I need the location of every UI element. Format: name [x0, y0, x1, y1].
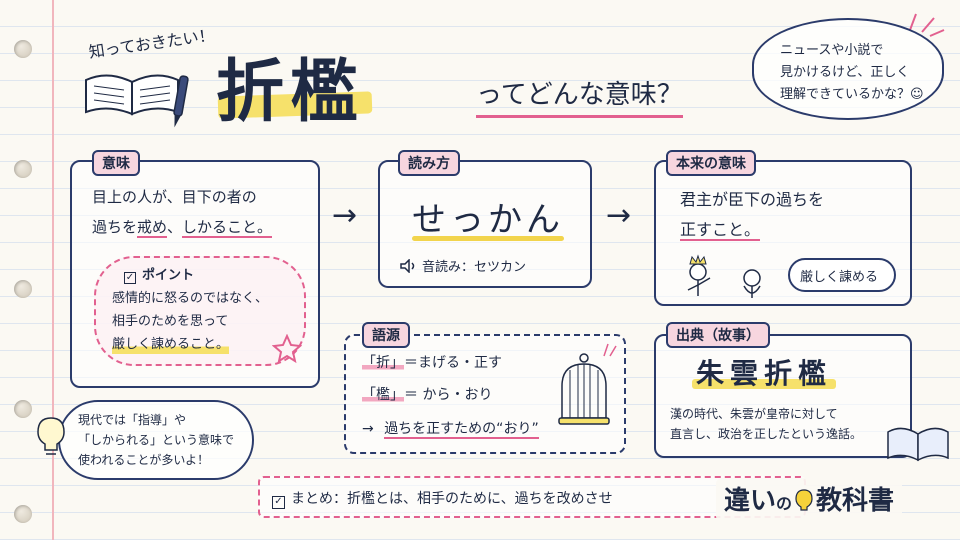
brand-middle: の — [776, 494, 793, 513]
thought-bubble-text: ニュースや小説で 見かけるけど、正しく 理解できているかな？☺ — [780, 40, 924, 106]
etymology-kanji: 「折」 — [362, 355, 404, 371]
speaker-icon — [400, 258, 415, 274]
binder-hole — [14, 280, 32, 298]
arrow-right-icon: → — [332, 198, 358, 233]
sparkle-doodle-icon — [909, 13, 945, 37]
open-book-icon — [85, 74, 179, 116]
header-kicker: 知っておきたい！ — [87, 25, 216, 62]
meaning-line1: 目上の人が、目下の者の — [92, 188, 257, 206]
source-line: 漢の時代、朱雲が皇帝に対して — [670, 407, 838, 421]
etymology-tag: 語源 — [362, 322, 410, 348]
reading-tag: 読み方 — [398, 150, 460, 176]
meaning-keyword: しかること。 — [182, 218, 273, 238]
summary-text: まとめ：折檻とは、相手のために、過ちを改めさせ — [291, 491, 613, 507]
speech-text: 厳しく諌める — [800, 270, 879, 285]
etymology-text: ＝ から・おり — [404, 387, 493, 403]
page-subtitle: ってどんな意味？ — [476, 74, 683, 118]
brand-left: 違い — [724, 486, 777, 516]
binder-hole — [14, 400, 32, 418]
summary-row: ✓ まとめ：折檻とは、相手のために、過ちを改めさせ — [272, 488, 613, 509]
brand-logo: 違いの 教科書 — [716, 478, 903, 522]
tip-text: 現代では「指導」や 「しかられる」という意味で 使われることが多いよ！ — [78, 410, 234, 470]
binder-hole — [14, 40, 32, 58]
brand-right: 教科書 — [816, 486, 895, 516]
thought-bubble — [752, 18, 944, 120]
tip-line: 「しかられる」という意味で — [78, 433, 235, 447]
onyomi-row: 音読み：セツカン — [400, 256, 526, 275]
point-text: 感情的に怒るのではなく、 相手のためを思って 厳しく諌めること。 — [112, 287, 268, 356]
etymology-text: ＝まげる・正す — [404, 355, 502, 371]
pen-icon — [173, 75, 189, 128]
page-title: 折檻 — [216, 52, 365, 132]
thought-line: 見かけるけど、正しく — [780, 65, 910, 80]
binder-hole — [14, 505, 32, 523]
etymology-row1: 「折」＝まげる・正す — [362, 352, 502, 372]
summary-card — [258, 476, 806, 518]
king-and-servant-doodle-icon — [687, 254, 761, 298]
tip-line: 使われることが多いよ！ — [78, 453, 210, 467]
meaning-text: 過ちを — [92, 218, 138, 236]
arrow-right-icon: → — [606, 198, 632, 233]
reading-kana-text: せっかん — [412, 200, 564, 240]
original-meaning-tag: 本来の意味 — [666, 150, 756, 176]
etymology-kanji: 「檻」 — [362, 387, 404, 403]
notebook-margin-line — [52, 0, 54, 540]
etymology-card — [344, 334, 626, 454]
etymology-row3: → 過ちを正すための“おり” — [362, 418, 539, 439]
star-doodle-icon — [272, 334, 302, 364]
tip-line: 現代では「指導」や — [78, 413, 187, 427]
checkbox-icon: ✓ — [272, 496, 285, 509]
etymology-row2: 「檻」＝ から・おり — [362, 384, 492, 404]
source-idiom-text: 朱雲折檻 — [696, 357, 833, 390]
open-book-icon — [887, 427, 949, 462]
title-highlight: 折檻 — [208, 36, 373, 132]
reading-kana: せっかん — [412, 192, 564, 243]
source-card — [654, 334, 912, 458]
speech-bubble — [788, 258, 896, 292]
lightbulb-icon — [37, 417, 65, 455]
point-line: 感情的に怒るのではなく、 — [112, 291, 269, 306]
point-line-highlight: 厳しく諌めること。 — [112, 333, 230, 356]
meaning-tag: 意味 — [92, 150, 140, 176]
source-line: 直言し、政治を正したという逸話。 — [670, 427, 863, 441]
meaning-keyword: 戒め — [137, 218, 168, 238]
source-desc: 漢の時代、朱雲が皇帝に対して 直言し、政治を正したという逸話。 — [670, 404, 862, 444]
point-label-row: ✓ ポイント — [124, 264, 194, 284]
checkbox-icon: ✓ — [124, 272, 136, 284]
etymology-conclusion: 過ちを正すための“おり” — [384, 421, 539, 439]
lightbulb-icon — [795, 489, 813, 511]
point-line: 相手のためを思って — [112, 314, 229, 329]
etymology-arrow: → — [362, 421, 374, 437]
meaning-text: 、 — [167, 218, 183, 236]
original-line2: 正すこと。 — [680, 216, 761, 242]
tip-cloud — [58, 400, 254, 480]
binder-hole — [14, 160, 32, 178]
onyomi-label: 音読み：セツカン — [422, 260, 527, 275]
thought-line: 理解できているかな？☺ — [780, 87, 924, 102]
original-line2-text: 正すこと。 — [680, 220, 761, 241]
meaning-line2: 過ちを戒め、しかること。 — [92, 216, 273, 238]
sparkle-doodle-icon — [603, 343, 617, 357]
original-line1: 君主が臣下の過ちを — [680, 190, 825, 209]
source-idiom: 朱雲折檻 — [692, 352, 837, 392]
birdcage-icon — [558, 353, 610, 425]
source-tag: 出典（故事） — [666, 322, 770, 348]
thought-line: ニュースや小説で — [780, 43, 884, 58]
point-label: ポイント — [142, 268, 195, 283]
